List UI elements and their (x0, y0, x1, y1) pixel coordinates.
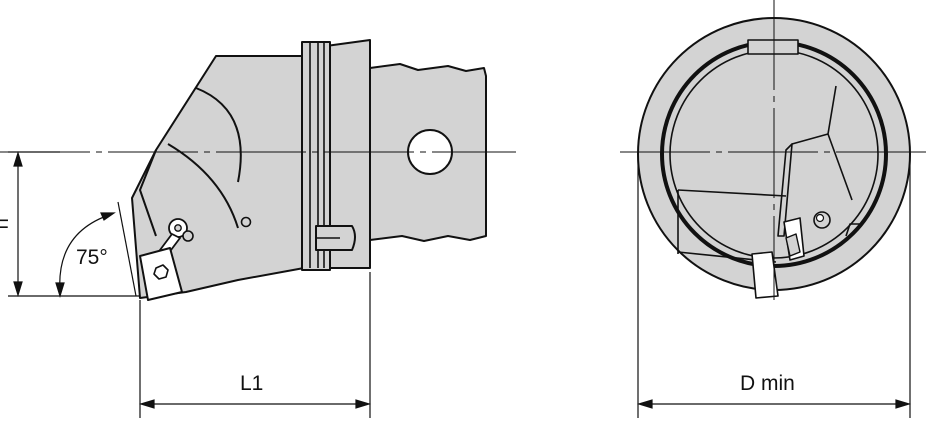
angle-reference-line (117, 201, 137, 297)
l1-dimension (138, 272, 372, 418)
angle-arrow-top (100, 212, 116, 221)
angle-arrow-bottom (55, 282, 65, 299)
dmin-arrow-left (636, 399, 653, 409)
angle-arc (59, 213, 113, 293)
l1-arrow-right (355, 399, 372, 409)
front-insert-clamp-inner (785, 233, 801, 257)
l1-label: L1 (240, 372, 263, 395)
clamp-screw-center (174, 224, 182, 232)
f-label: F (0, 216, 9, 239)
chip-face-curve (195, 87, 242, 183)
angle-label: 75° (76, 246, 108, 269)
front-right-step (845, 223, 862, 237)
front-screw-center (815, 213, 825, 223)
f-arrow-bottom (13, 281, 23, 298)
insert-pocket (139, 149, 157, 237)
top-key (747, 39, 799, 55)
insert-hex-screw (153, 264, 169, 280)
f-dimension (8, 150, 140, 298)
small-screw (240, 216, 252, 228)
chip-face-lower (167, 143, 239, 229)
front-center-lines (620, 0, 927, 300)
angle-dimension (55, 201, 137, 299)
side-view (131, 39, 487, 301)
head-face-step (791, 133, 829, 145)
dmin-dimension (636, 156, 912, 418)
head-face-left (777, 143, 793, 237)
f-arrow-top (13, 150, 23, 167)
dmin-arrow-right (895, 399, 912, 409)
front-insert (751, 251, 779, 299)
clamp-pin (182, 230, 194, 242)
l1-arrow-left (138, 399, 155, 409)
dmin-label: D min (740, 372, 795, 395)
